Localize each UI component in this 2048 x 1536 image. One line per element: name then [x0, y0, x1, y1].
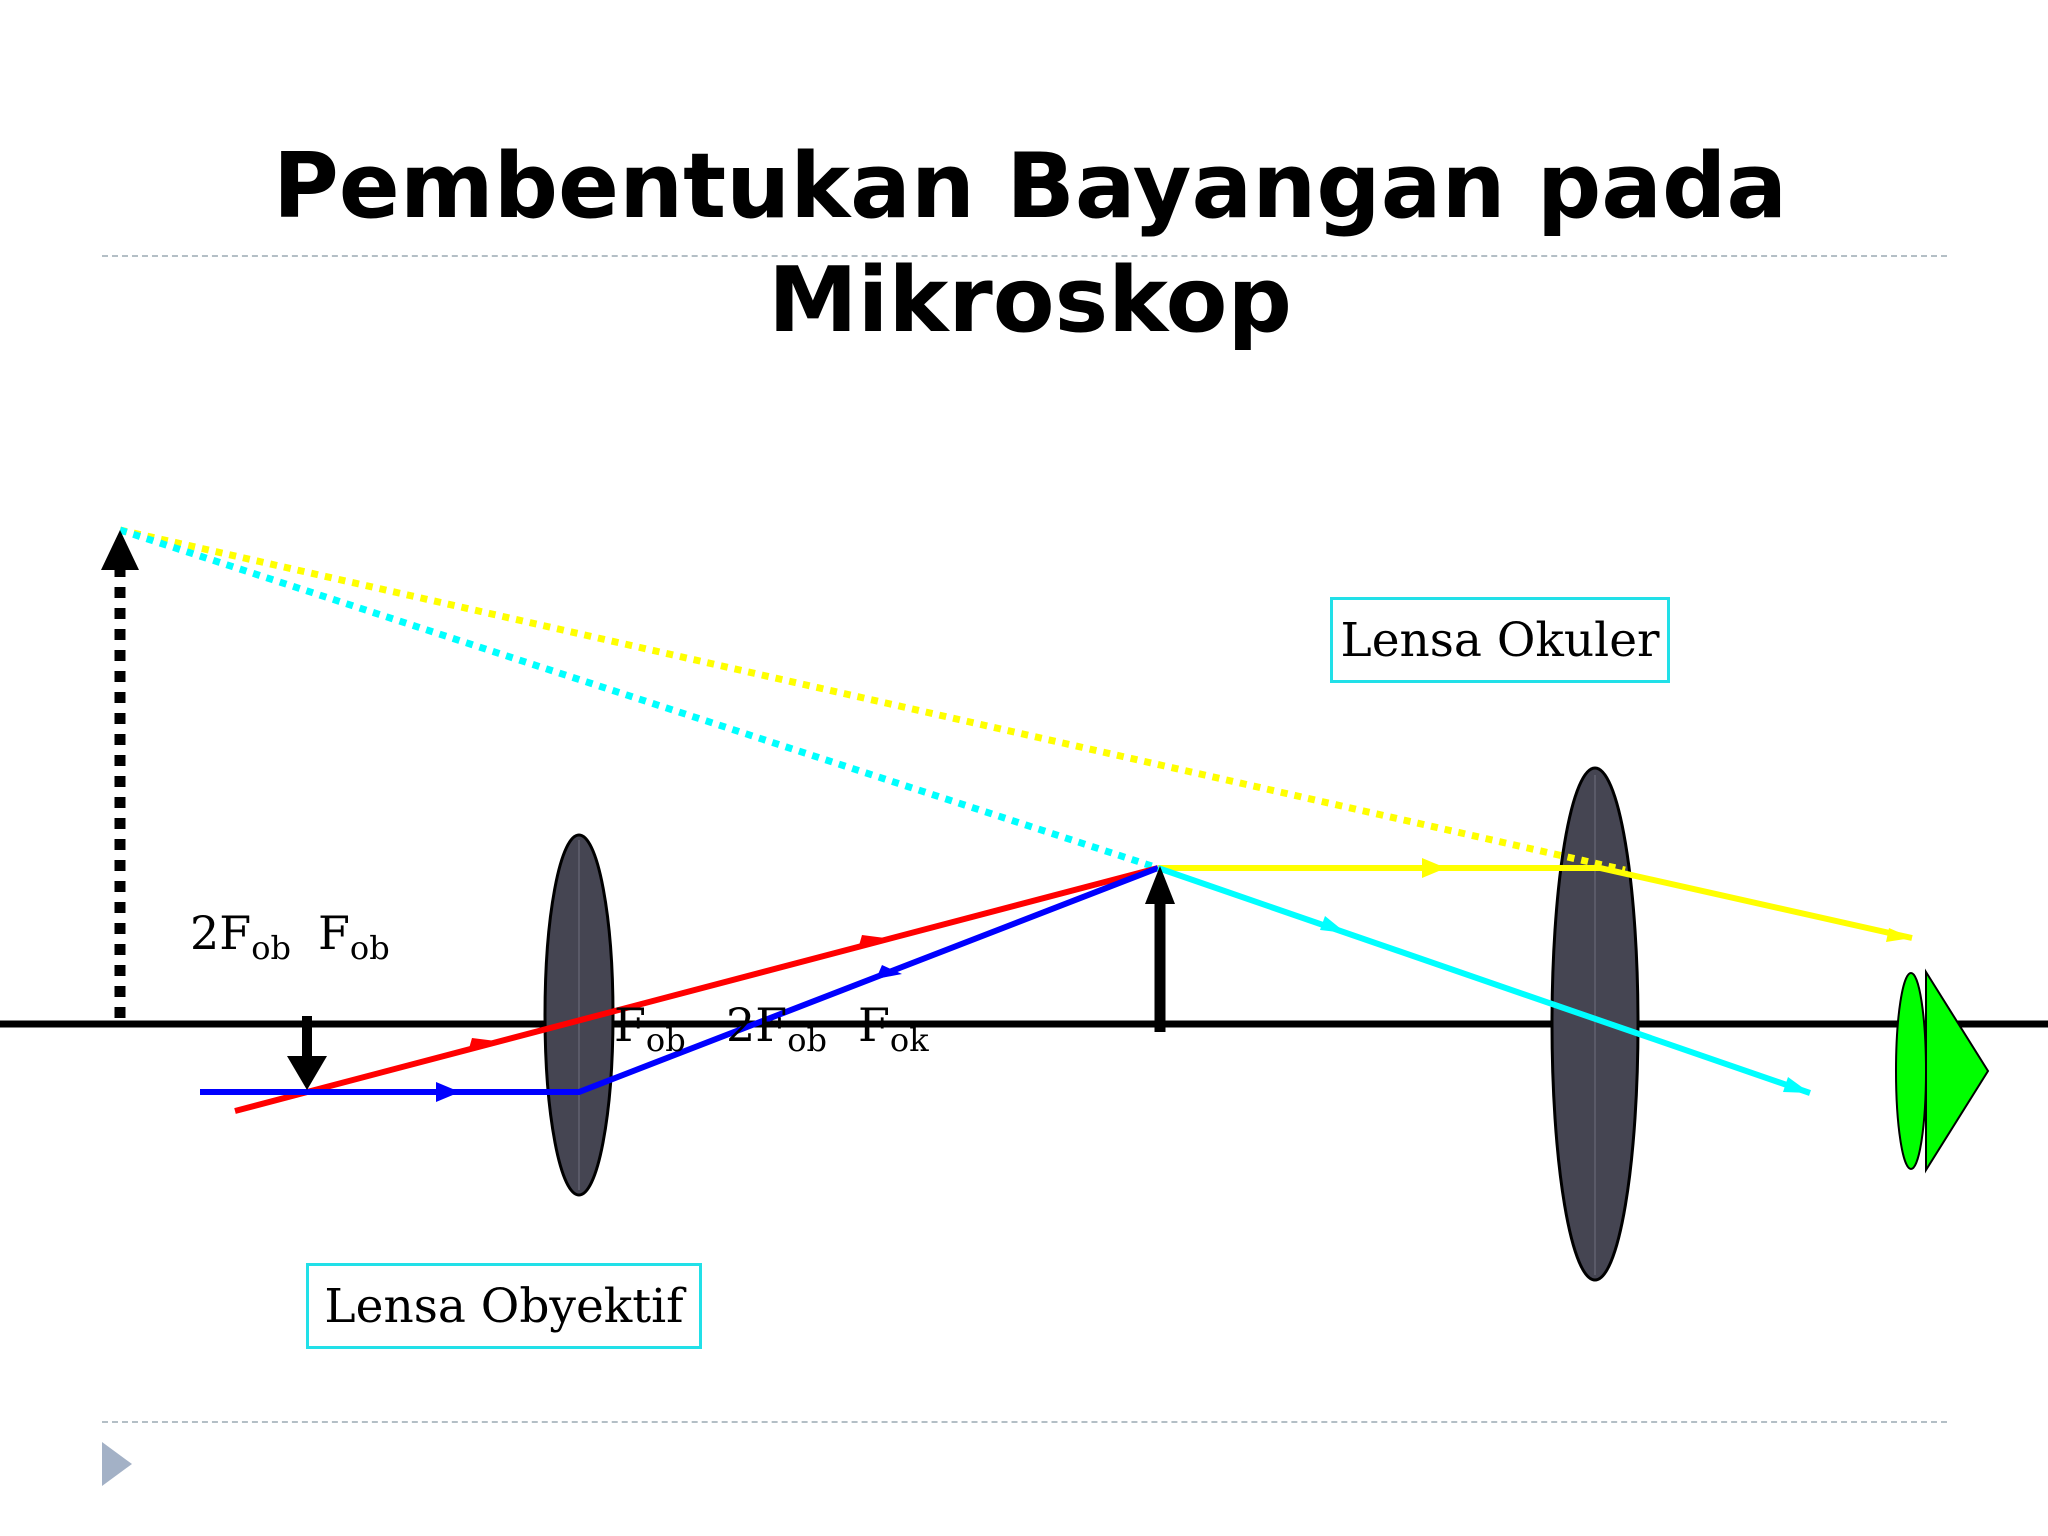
cyan-ray-arrow-2 — [1783, 1077, 1810, 1093]
object-arrow-head — [287, 1056, 327, 1090]
virtual-image-head — [101, 530, 139, 570]
label-2f-ob-left: 2Fob — [190, 906, 291, 967]
yellow-ray-arrow-1 — [1422, 858, 1446, 878]
eyepiece-lens-label: Lensa Okuler — [1330, 597, 1670, 683]
yellow-ray-arrow-2 — [1886, 928, 1912, 942]
yellow-virtual-ray — [119, 526, 1626, 874]
eye-icon — [1895, 968, 1990, 1174]
red-ray-arrow-2 — [858, 935, 885, 949]
top-divider — [102, 255, 1947, 257]
red-ray — [234, 865, 1159, 1114]
triangle-right-icon — [102, 1442, 132, 1486]
yellow-ray — [1158, 865, 1913, 941]
label-2f-ob-right: 2Fob — [726, 998, 827, 1059]
label-f-ok: Fok — [858, 998, 929, 1059]
page-title: Pembentukan Bayangan pada Mikroskop — [0, 130, 2048, 358]
blue-ray-arrow-1 — [436, 1082, 460, 1102]
cyan-virtual-ray — [118, 526, 1160, 872]
label-f-ob-left: Fob — [318, 906, 390, 967]
objective-lens-label: Lensa Obyektif — [306, 1263, 702, 1349]
blue-ray-arrow-2 — [876, 965, 902, 979]
label-f-ob-right: Fob — [614, 998, 686, 1059]
blue-ray — [200, 865, 1160, 1095]
bottom-divider — [102, 1421, 1947, 1423]
intermediate-image-head — [1145, 866, 1175, 904]
cyan-ray-arrow-1 — [1320, 916, 1346, 933]
cyan-ray — [1157, 865, 1811, 1096]
title-line-1: Pembentukan Bayangan pada — [272, 134, 1788, 239]
title-line-2: Mikroskop — [768, 248, 1292, 353]
red-ray-arrow-1 — [468, 1038, 496, 1052]
